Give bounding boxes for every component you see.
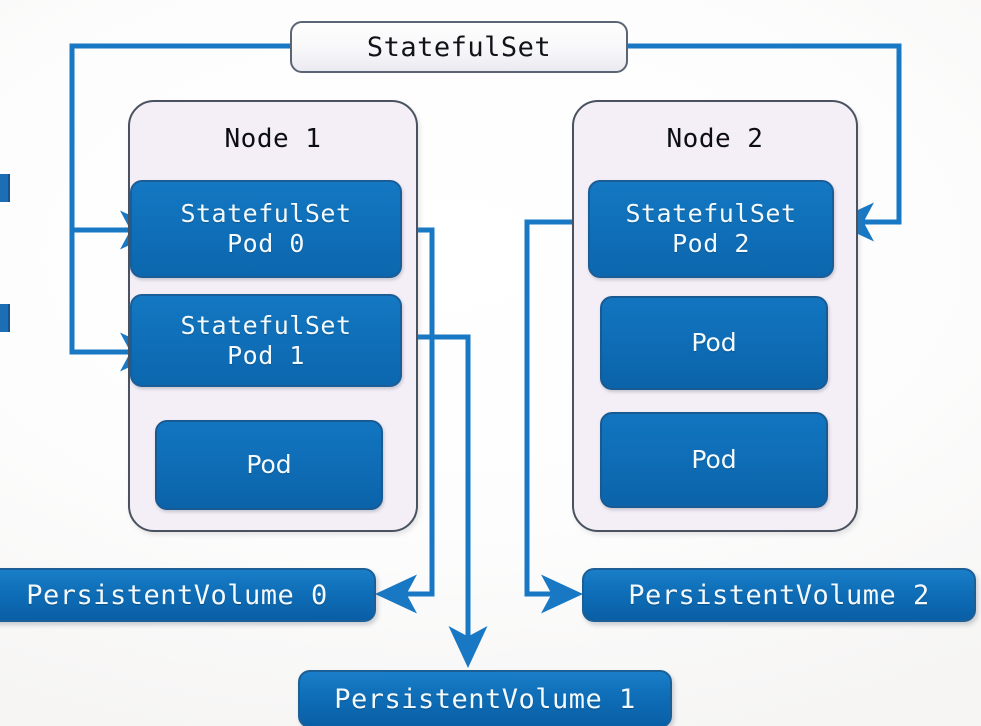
node-1-statefulset-pod-1[interactable]: StatefulSet Pod 1 — [130, 294, 402, 387]
node-1-statefulset-pod-0[interactable]: StatefulSet Pod 0 — [130, 180, 402, 278]
node-2-plain-pod-1[interactable]: Pod — [600, 296, 828, 390]
node-2-statefulset-pod-2[interactable]: StatefulSet Pod 2 — [588, 180, 834, 278]
node-2-plain-pod-2-label: Pod — [691, 445, 737, 474]
offscreen-element-fragment-top — [0, 174, 10, 202]
persistent-volume-0[interactable]: PersistentVolume 0 — [0, 568, 376, 622]
statefulset-controller-label: StatefulSet — [366, 31, 552, 63]
persistent-volume-1-label: PersistentVolume 1 — [334, 683, 636, 715]
node-2-statefulset-pod-2-label: StatefulSet Pod 2 — [625, 199, 797, 258]
persistent-volume-2[interactable]: PersistentVolume 2 — [582, 568, 976, 622]
node-1-title: Node 1 — [224, 124, 322, 154]
persistent-volume-0-label: PersistentVolume 0 — [26, 579, 328, 611]
node-1-plain-pod[interactable]: Pod — [155, 420, 383, 510]
persistent-volume-1[interactable]: PersistentVolume 1 — [298, 670, 672, 726]
node-1-statefulset-pod-0-label: StatefulSet Pod 0 — [180, 199, 352, 258]
node-1-plain-pod-label: Pod — [246, 450, 292, 479]
node-1-statefulset-pod-1-label: StatefulSet Pod 1 — [180, 310, 352, 370]
node-2-title: Node 2 — [666, 124, 764, 154]
node-2-plain-pod-1-label: Pod — [691, 328, 737, 357]
offscreen-element-fragment-bottom — [0, 304, 10, 332]
node-2-plain-pod-2[interactable]: Pod — [600, 412, 828, 508]
statefulset-controller-box[interactable]: StatefulSet — [290, 21, 628, 73]
persistent-volume-2-label: PersistentVolume 2 — [628, 579, 930, 611]
